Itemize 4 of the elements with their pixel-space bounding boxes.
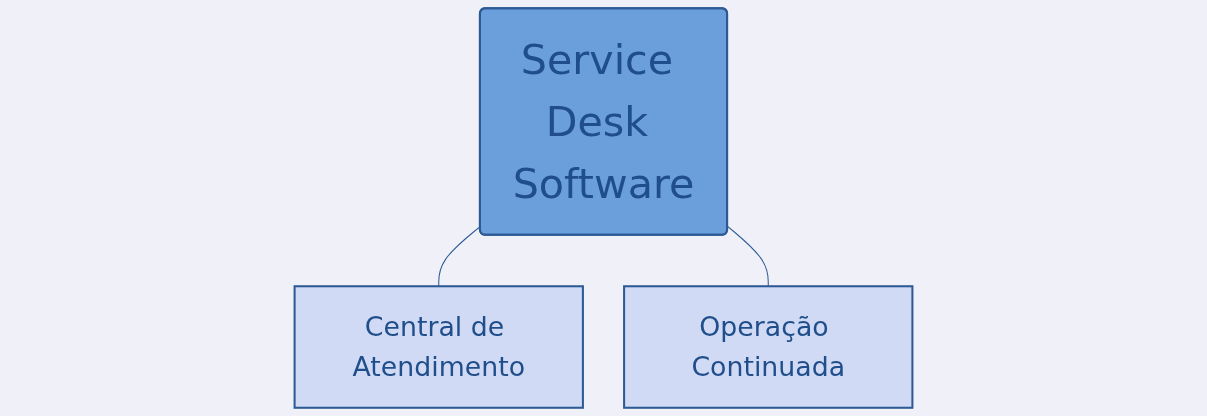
- node-box: Central de Atendimento: [293, 285, 584, 409]
- connector: [727, 225, 769, 287]
- connector: [438, 225, 481, 287]
- node-box: Operação Continuada: [623, 285, 914, 409]
